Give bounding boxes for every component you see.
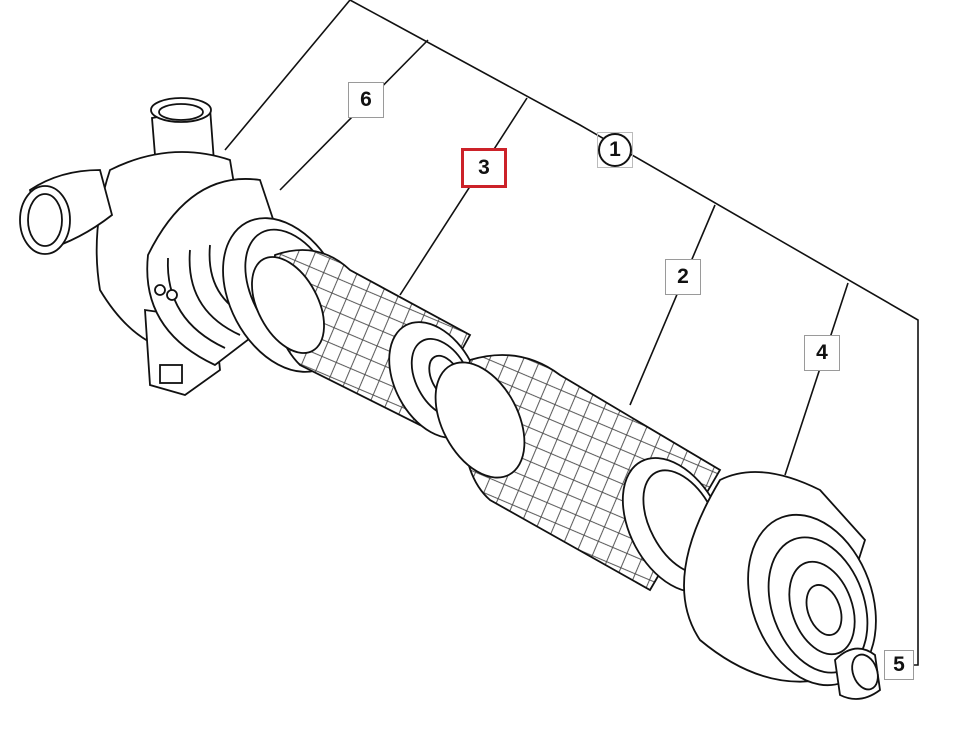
end-cover <box>683 471 877 687</box>
callout-3-text: 3 <box>478 156 490 179</box>
callout-5-text: 5 <box>893 653 905 676</box>
callout-6: 6 <box>348 82 384 118</box>
callout-1-text: 1 <box>609 138 621 161</box>
callout-6-text: 6 <box>360 88 372 111</box>
callout-1: 1 <box>598 133 632 167</box>
callout-4-text: 4 <box>816 341 828 364</box>
vacuator-valve <box>834 647 881 700</box>
callout-4: 4 <box>804 335 840 371</box>
callout-5: 5 <box>884 650 914 680</box>
callout-2: 2 <box>665 259 701 295</box>
callout-3-highlighted: 3 <box>461 148 507 188</box>
callout-1-frame <box>597 132 633 168</box>
callout-2-text: 2 <box>677 265 689 288</box>
